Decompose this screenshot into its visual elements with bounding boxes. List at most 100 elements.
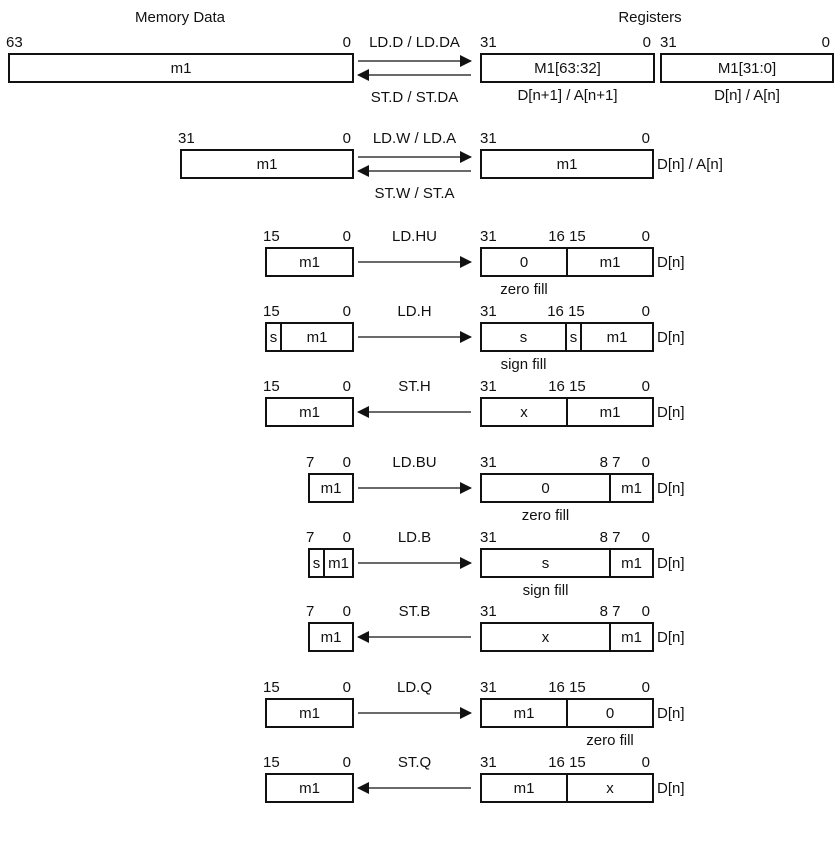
op-st-w-label: ST.W / ST.A [374,185,454,202]
register-name: D[n] [657,404,685,421]
operations: LD.Q [358,679,472,719]
memory-cell: s [313,555,321,572]
memory-cell: m1 [257,156,278,173]
register-bit-split: 8 7 [600,603,621,620]
operations: LD.W / LD.A ST.W / ST.A [357,130,472,202]
register-bit-low: 0 [642,378,650,395]
register-bit-high: 31 [480,754,497,771]
memory-bit-high: 31 [178,130,195,147]
register-cell: m1 [607,329,628,346]
register-cell: x [542,629,550,646]
register-bit-high: 31 [480,529,497,546]
register-cell: s [542,555,550,572]
register-bit-high: 31 [480,679,497,696]
register-bit-low: 0 [642,603,650,620]
register-name: D[n+1] / A[n+1] [517,87,617,104]
register-box-frame [480,149,654,179]
op-st-d-label: ST.D / ST.DA [371,89,459,106]
memory-cell: m1 [321,629,342,646]
memory-bit-high: 63 [6,34,23,51]
register-cell: 0 [541,480,549,497]
fill-note: zero fill [500,281,548,298]
register-name: D[n] [657,555,685,572]
operations: ST.H [357,378,471,418]
operations: LD.B [358,529,472,569]
memory-bit-high: 7 [306,454,314,471]
op-ld-hu-label: LD.HU [392,228,437,245]
register-bit-low: 0 [642,529,650,546]
register-cell: M1[31:0] [718,60,776,77]
memory-bit-low: 0 [343,228,351,245]
fill-note: zero fill [522,507,570,524]
register-bit-high: 31 [480,228,497,245]
memory-box-frame [265,698,354,728]
operations: ST.Q [357,754,471,794]
register-bit-split: 8 7 [600,529,621,546]
register-bit-low: 0 [642,228,650,245]
register-cell: m1 [600,254,621,271]
memory-bit-high: 15 [263,378,280,395]
memory-bit-high: 15 [263,228,280,245]
register-cell: 0 [520,254,528,271]
operations: LD.H [358,303,472,343]
register-cell: m1 [557,156,578,173]
memory-box-frame [308,548,354,578]
register-bit-low: 0 [642,454,650,471]
register-cell: x [520,404,528,421]
register-cell: x [606,780,614,797]
register-box-frame [480,473,654,503]
register-box-frame [660,53,834,83]
operations: LD.HU [358,228,472,268]
register-bit-low: 0 [642,679,650,696]
register-box-frame [480,622,654,652]
memory-cell: m1 [321,480,342,497]
register-cell: m1 [514,780,535,797]
memory-cell: m1 [299,705,320,722]
register-bit-split: 8 7 [600,454,621,471]
register-bit-high: 31 [480,378,497,395]
op-ld-d-label: LD.D / LD.DA [369,34,460,51]
op-ld-b-label: LD.B [398,529,431,546]
operations: ST.B [357,603,471,643]
memory-cell: m1 [171,60,192,77]
memory-box-frame [180,149,354,179]
memory-bit-high: 15 [263,754,280,771]
register-bit-split: 16 15 [548,679,586,696]
register-cell: M1[63:32] [534,60,601,77]
register-cell: s [570,329,578,346]
register-name: D[n] [657,629,685,646]
op-ld-w-label: LD.W / LD.A [373,130,456,147]
op-st-q-label: ST.Q [398,754,431,771]
register-cell: 0 [606,705,614,722]
fill-note: zero fill [586,732,634,749]
register-name: D[n] / A[n] [714,87,780,104]
memory-data-title: Memory Data [135,9,226,26]
memory-box-frame [265,773,354,803]
rows-layer: 63 0 m1 LD.D / LD.DA ST.D / ST.DA 31 0 M1[63:32… [6,34,834,803]
memory-bit-low: 0 [343,378,351,395]
memory-cell: m1 [328,555,349,572]
memory-cell: m1 [299,780,320,797]
operations: LD.BU [358,454,472,494]
